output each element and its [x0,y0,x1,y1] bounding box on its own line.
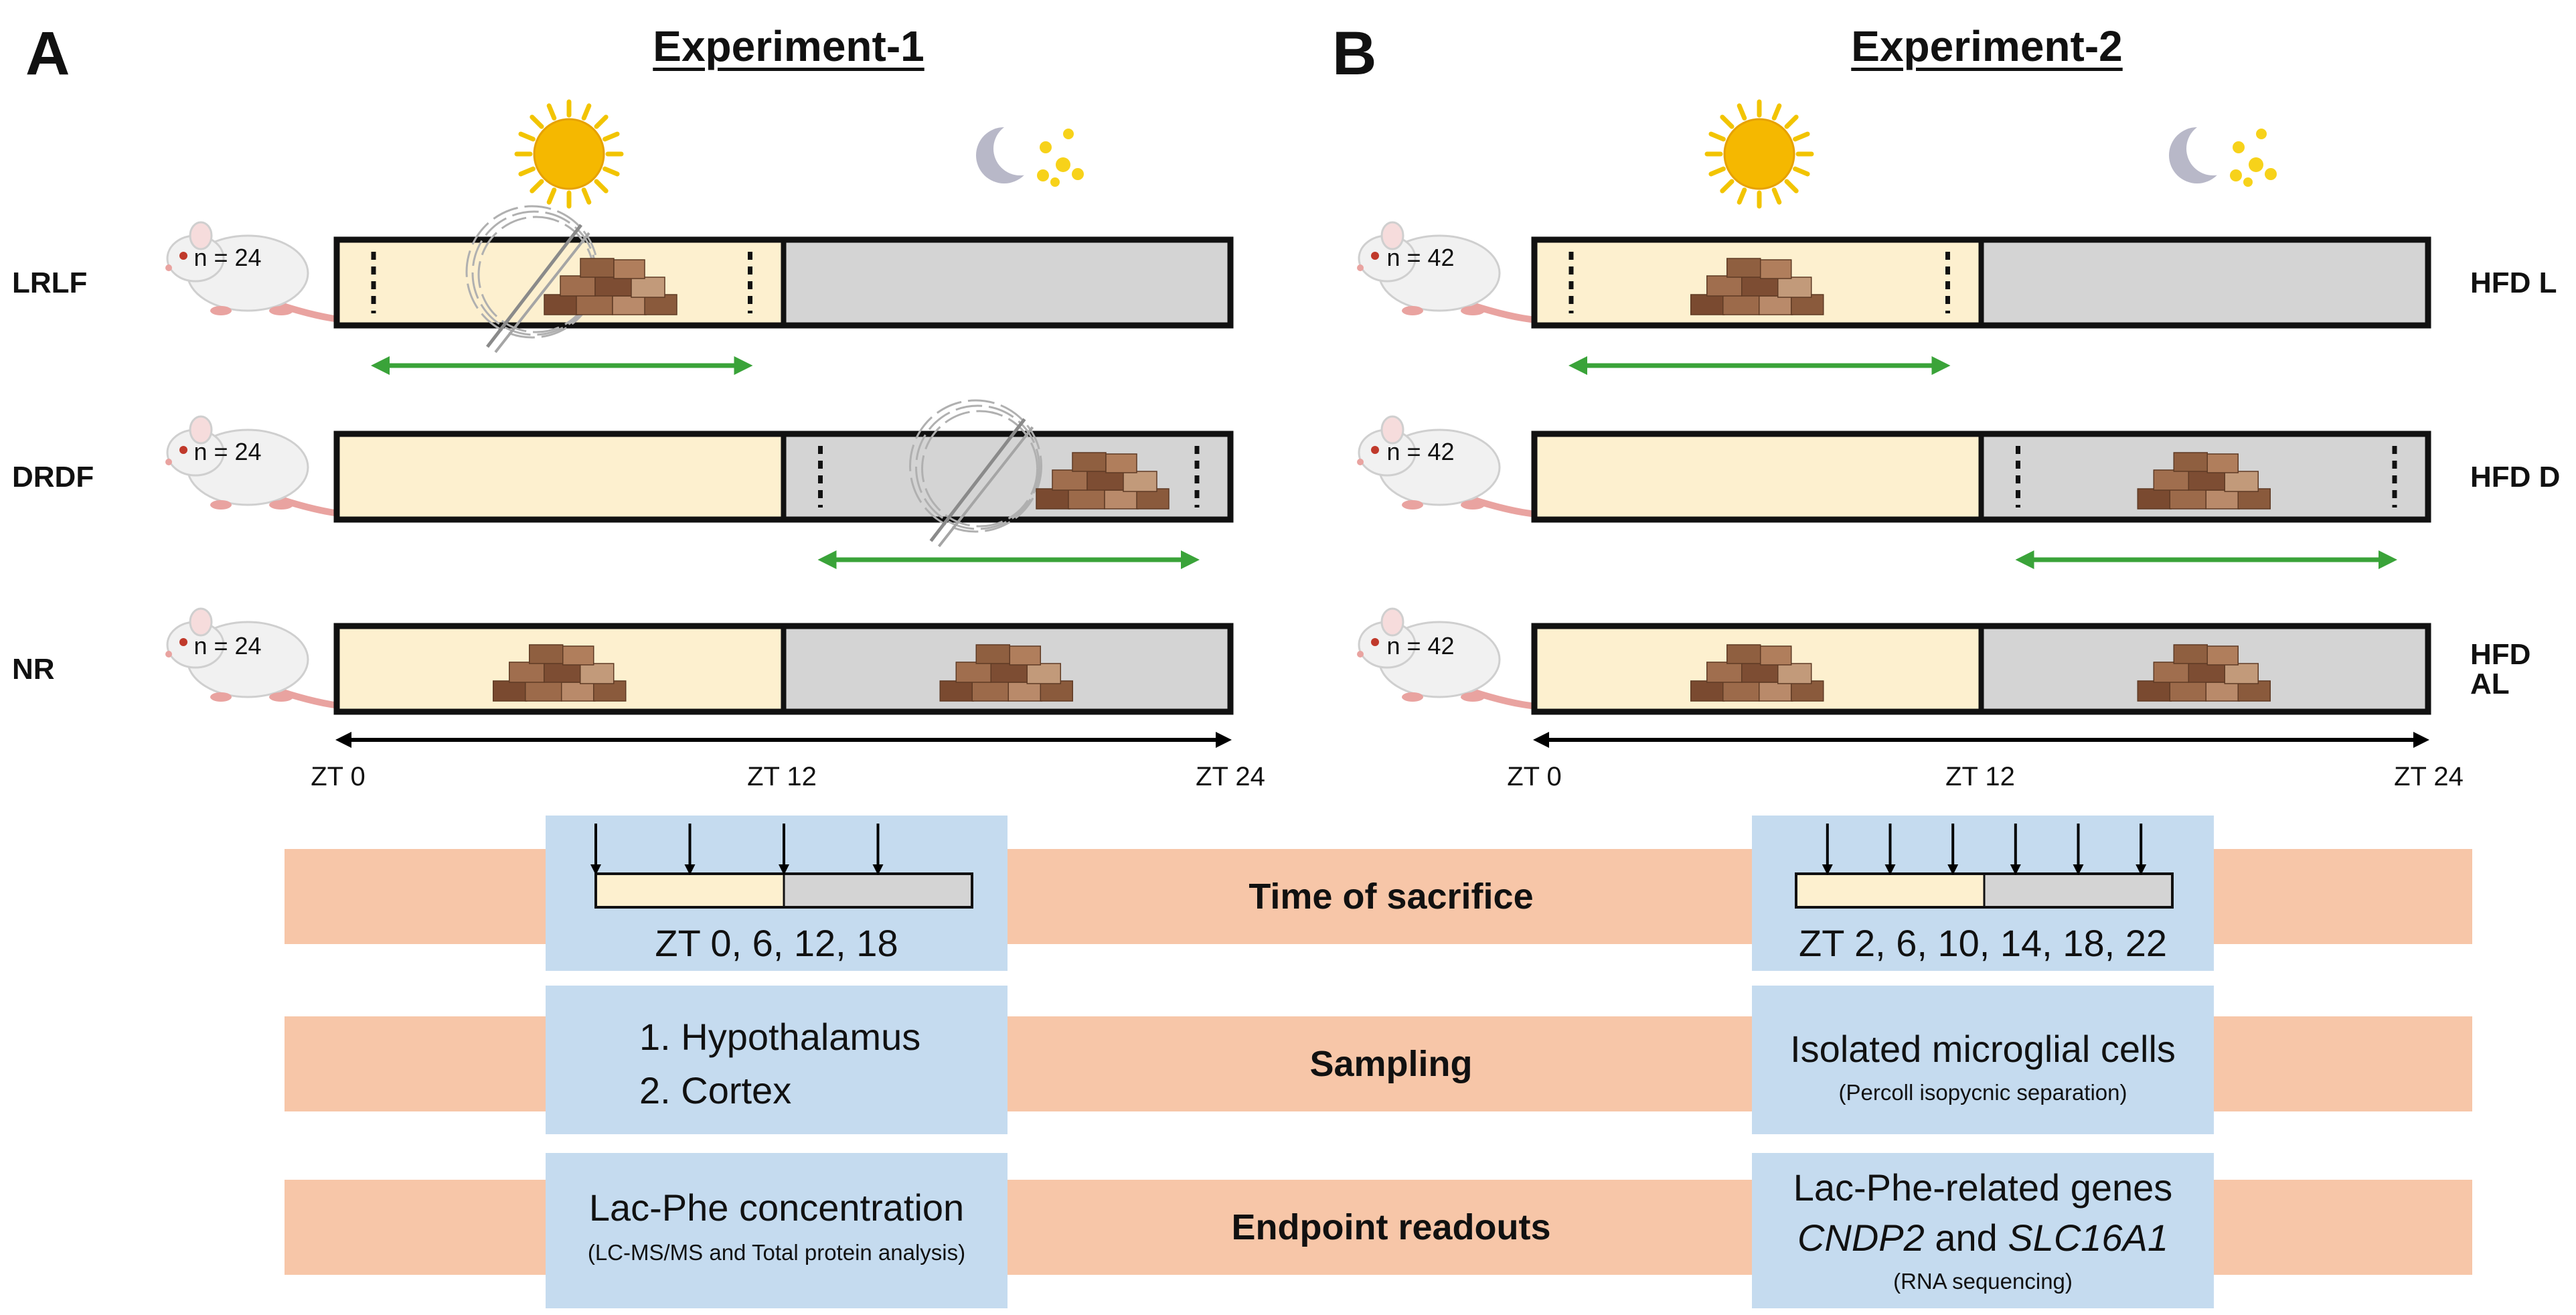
row-label-sampling: Sampling [1309,1044,1473,1084]
food-pellets-icon [493,644,627,702]
rat-icon [165,607,378,711]
rat-icon [165,415,378,519]
group-label-hfd-l: HFD L [2470,266,2557,299]
rat-n-hfd-d: n = 42 [1386,438,1455,465]
food-pellets-icon [1036,452,1170,510]
exp2-sampling-main: Isolated microglial cells [1790,1028,2176,1070]
dark-phase-bar [783,240,1230,325]
sun-icon [514,99,624,209]
food-pellets-icon [1690,644,1824,702]
exp1-endpoint-main: Lac-Phe concentration [588,1186,965,1229]
light-phase-bar [1534,434,1982,520]
exp2-sampling-note: (Percoll isopycnic separation) [1838,1080,2127,1105]
group-label-hfd-d: HFD D [2470,461,2561,493]
food-pellets-icon [2137,644,2271,702]
exp2-sampling-box [1752,986,2214,1134]
exp2-sacrifice-times: ZT 2, 6, 10, 14, 18, 22 [1799,922,2167,964]
moon-stars-icon [2169,122,2277,187]
panel-letter-a: A [25,19,70,88]
exp2-zt-0: ZT 0 [1507,762,1562,791]
rat-n-hfd-al: n = 42 [1386,632,1455,660]
exp1-zt-24: ZT 24 [1196,762,1265,791]
running-wheel-icon [909,399,1042,548]
food-pellets-icon [544,258,677,315]
exp1-sacrifice-times: ZT 0, 6, 12, 18 [655,922,898,964]
rat-icon [1357,221,1570,325]
exp2-endpoint-main: Lac-Phe-related genes [1793,1166,2173,1209]
exp1-sampling-item-2: 2. Cortex [639,1069,792,1111]
exp2-zt-12: ZT 12 [1945,762,2015,791]
exp1-sampling-item-1: 1. Hypothalamus [639,1016,921,1058]
exp1-endpoint-note: (LC-MS/MS and Total protein analysis) [587,1240,966,1265]
exp2-zt-24: ZT 24 [2394,762,2464,791]
group-label-hfd-al: HFD AL [2470,638,2531,700]
group-label-nr: NR [12,653,55,686]
exp1-endpoint-box [546,1153,1008,1308]
mini-light-bar [1796,874,1984,907]
food-pellets-icon [2137,452,2271,510]
row-label-sacrifice: Time of sacrifice [1249,876,1534,917]
gene-cndp2: CNDP2 [1797,1217,1925,1259]
mini-dark-bar [1984,874,2172,907]
exp1-zt-12: ZT 12 [747,762,817,791]
row-label-endpoint: Endpoint readouts [1231,1207,1551,1247]
light-phase-bar [337,434,784,520]
sun-icon [1704,99,1814,209]
rat-n-nr: n = 24 [193,632,262,660]
gene-and: and [1924,1217,2008,1259]
group-label-drdf: DRDF [12,461,94,493]
rat-n-drdf: n = 24 [193,438,262,465]
moon-stars-icon [976,122,1084,187]
rat-n-hfd-l: n = 42 [1386,244,1455,271]
group-label-lrlf: LRLF [12,266,88,299]
gene-slc16a1: SLC16A1 [2008,1217,2169,1259]
experiment-2-title: Experiment-2 [1851,22,2123,70]
rat-icon [1357,607,1570,711]
exp2-endpoint-box [1752,1153,2214,1308]
panel-letter-b: B [1332,19,1377,88]
rat-n-lrlf: n = 24 [193,244,262,271]
dark-phase-bar [1981,240,2428,325]
mini-dark-bar [784,874,972,907]
mini-light-bar [596,874,784,907]
exp1-sampling-box [546,986,1008,1134]
food-pellets-icon [939,644,1073,702]
experiment-1-title: Experiment-1 [653,22,924,70]
exp1-zt-0: ZT 0 [311,762,366,791]
exp2-endpoint-genes: CNDP2 and SLC16A1 [1752,1215,2214,1260]
exp2-endpoint-note: (RNA sequencing) [1893,1269,2073,1294]
food-pellets-icon [1690,258,1824,315]
